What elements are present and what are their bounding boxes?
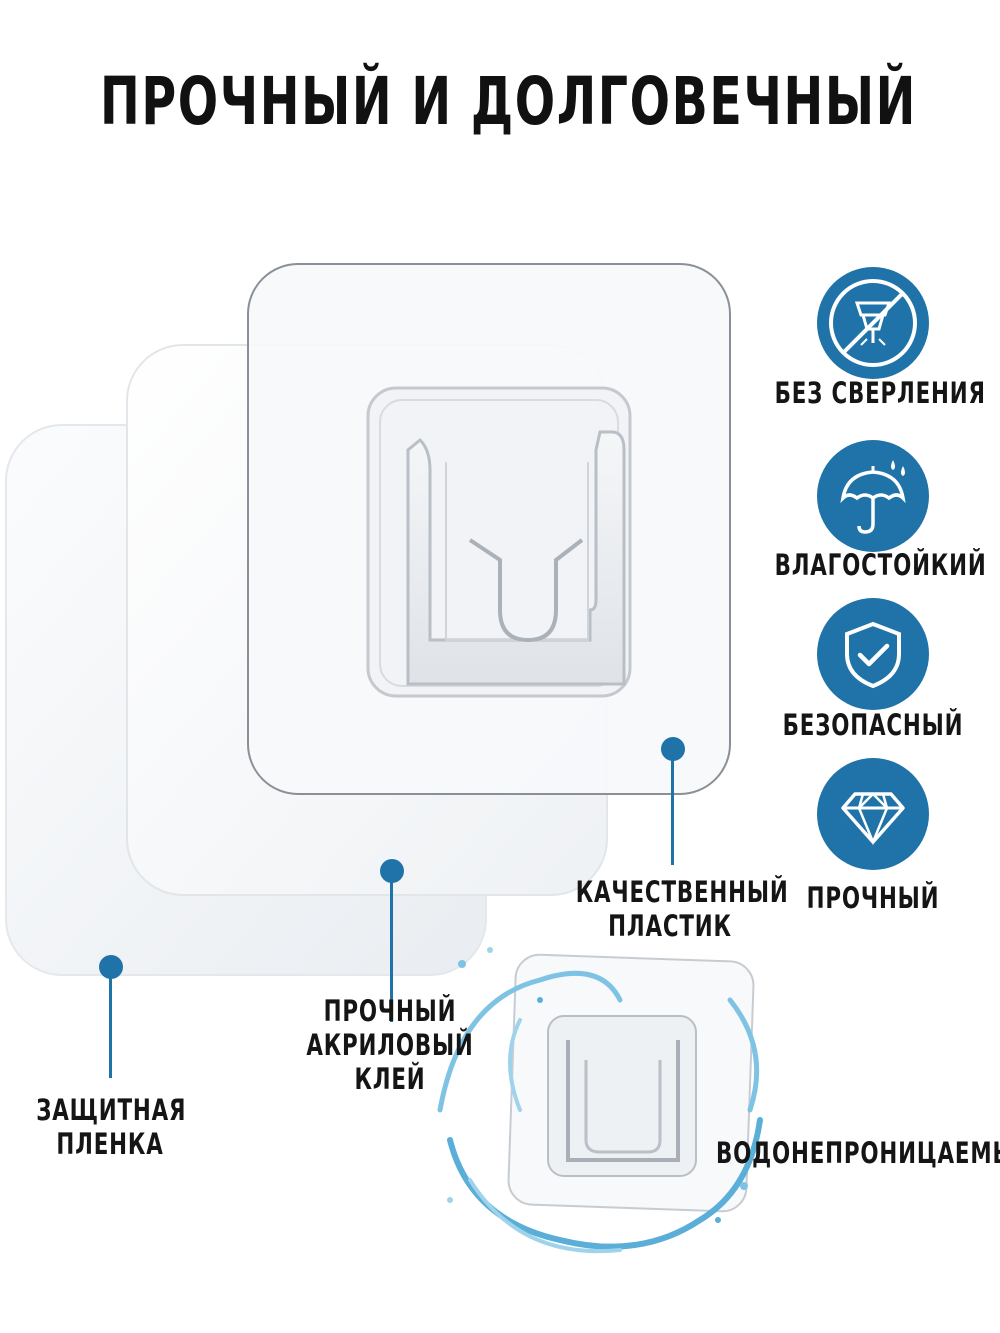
callout-dot-plastic <box>661 737 685 761</box>
callout-waterproof-label: ВОДОНЕПРОНИЦАЕМЫЙ <box>716 1136 1000 1170</box>
feature-label-moisture-resistant: ВЛАГОСТОЙКИЙ <box>774 548 987 582</box>
callout-dot-adhesive <box>380 859 404 883</box>
callout-plastic-label: КАЧЕСТВЕННЫЙ ПЛАСТИК <box>575 875 789 943</box>
feature-label-safe: БЕЗОПАСНЫЙ <box>782 708 964 742</box>
callout-line-adhesive <box>390 882 393 1022</box>
page-title: ПРОЧНЫЙ И ДОЛГОВЕЧНЫЙ <box>100 63 917 140</box>
no-drill-icon <box>817 267 929 379</box>
hook-shape <box>406 430 626 686</box>
waterproof-hook-illustration <box>437 947 763 1254</box>
feature-label-no-drill: БЕЗ СВЕРЛЕНИЯ <box>774 376 986 410</box>
callout-film-label: ЗАЩИТНАЯ ПЛЕНКА <box>36 1093 187 1161</box>
umbrella-icon <box>817 440 929 552</box>
diamond-icon <box>817 758 929 870</box>
callout-adhesive-label: ПРОЧНЫЙ АКРИЛОВЫЙ КЛЕЙ <box>306 994 474 1096</box>
callout-dot-film <box>99 955 123 979</box>
callout-line-plastic <box>671 760 674 865</box>
shield-check-icon <box>817 598 929 710</box>
callout-line-film <box>109 978 112 1078</box>
feature-label-durable: ПРОЧНЫЙ <box>806 881 940 915</box>
